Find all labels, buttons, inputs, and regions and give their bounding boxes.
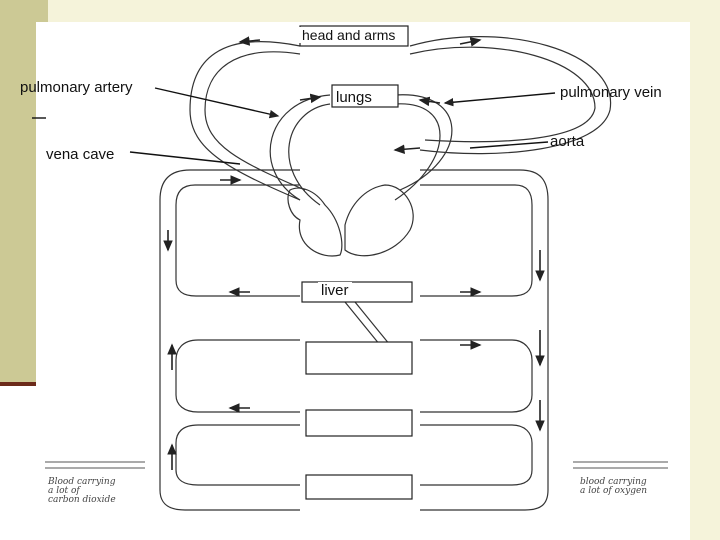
legend-right-line-text-1: blood carrying <box>580 477 647 487</box>
heart-left <box>287 187 343 257</box>
kidney-loop-right <box>420 424 533 486</box>
heart-right <box>344 184 414 257</box>
legend-left-line-text-1: Blood carrying <box>48 477 116 487</box>
left-accent-line <box>0 382 48 386</box>
head-loop-inner <box>204 51 306 191</box>
gut-loop-left <box>175 339 300 413</box>
legend-left-line-text-2: a lot of <box>48 486 80 496</box>
label-pulmonary-vein: pulmonary vein <box>560 84 662 101</box>
body-loop-outer-right <box>420 169 549 511</box>
right-background-strip <box>690 0 720 540</box>
liver-connector-2 <box>354 301 391 346</box>
head-loop-right-inner <box>409 46 596 143</box>
gut-loop-right <box>420 339 533 413</box>
kidney-loop-left <box>175 424 300 486</box>
legend-right-line-text-2: a lot of oxygen <box>580 486 648 496</box>
legend-left-line-text-3: carbon dioxide <box>48 495 116 505</box>
legend-oxygen: blood carrying a lot of oxygen <box>580 478 647 496</box>
arrow-lungs-right <box>418 96 441 107</box>
top-background-strip <box>36 0 720 22</box>
arrow-aorta <box>393 144 421 155</box>
label-head-and-arms: head and arms <box>299 27 399 43</box>
leader-pulmonary-vein <box>443 92 556 107</box>
lower-box <box>305 474 413 500</box>
label-liver: liver <box>318 282 352 299</box>
label-aorta: aorta <box>550 133 585 150</box>
label-pulmonary-artery: pulmonary artery <box>20 79 133 96</box>
liver-connector <box>344 301 381 346</box>
leader-vena-cave <box>129 151 241 165</box>
arrow-head-right <box>459 37 482 47</box>
pulmonary-loop-left-inner <box>288 103 331 206</box>
label-vena-cave: vena cave <box>46 146 115 163</box>
body-loop-inner-right <box>420 184 533 297</box>
pulmonary-loop-right-inner <box>394 103 441 201</box>
body-loop-inner-left <box>175 184 300 297</box>
leader-aorta <box>469 141 549 149</box>
arrow-lungs-left <box>299 93 322 104</box>
body-loop-outer-left <box>159 169 300 511</box>
arrow-head-left <box>238 36 261 46</box>
label-lungs: lungs <box>333 89 375 106</box>
pulmonary-loop-right <box>394 94 453 191</box>
gut-box <box>305 341 413 375</box>
leader-pulmonary-artery <box>154 87 280 119</box>
legend-carbon-dioxide: Blood carrying a lot of carbon dioxide <box>48 478 116 505</box>
head-loop-right-outer <box>409 36 612 155</box>
pulmonary-loop-left <box>269 94 331 201</box>
middle-box <box>305 409 413 437</box>
